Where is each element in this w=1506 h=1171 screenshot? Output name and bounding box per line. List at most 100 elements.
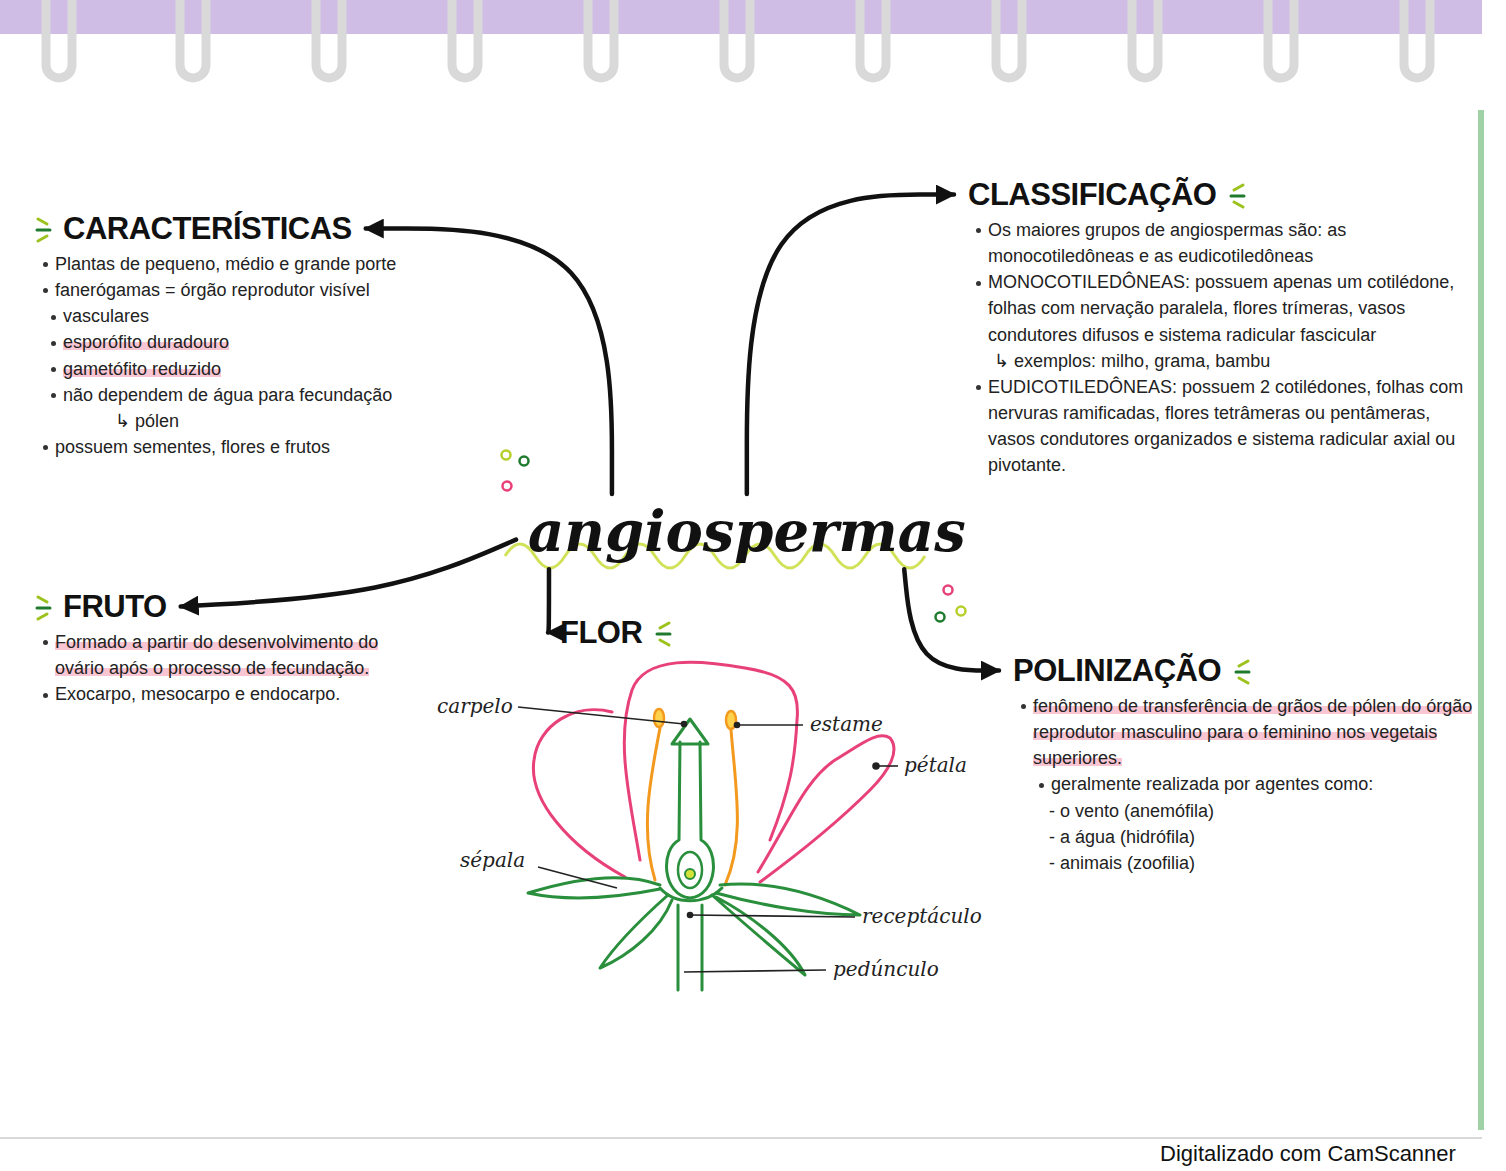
leader-line [684,970,826,972]
leader-lines [518,707,898,972]
leader-line [737,724,803,726]
section-heading: CARACTERÍSTICAS [63,210,352,247]
section-heading: FRUTO [63,588,167,625]
dot [520,457,529,466]
sparkle-stroke [657,633,670,636]
dot [502,451,511,460]
sparkle-stroke [38,597,47,602]
sepal [600,895,672,968]
connector-arrow [546,569,551,632]
sparkle-stroke [37,229,50,232]
note-text: ↳ exemplos: milho, grama, bambu [994,351,1270,371]
central-topic-text: angiospermas [522,498,972,565]
bullet-dot [43,693,48,698]
page-edge [1478,110,1484,1130]
sparkle-stroke [38,236,47,241]
note-text: esporófito duradouro [63,332,229,352]
sparkle-stroke [660,640,669,645]
ovule [685,869,695,879]
note-text: geralmente realizada por agentes como: [1051,774,1373,794]
topic-node: POLINIZAÇÃO fenômeno de transferência de … [1013,652,1473,876]
sparkle-stroke [1239,678,1248,683]
note-text: fenômeno de transferência de grãos de pó… [1033,696,1472,768]
note-text: - animais (zoofilia) [1049,853,1195,873]
carpel [667,742,714,898]
flower-illustration [528,662,894,990]
topic-node: FLOR [560,614,642,655]
bullet-dot [43,262,48,267]
part-label: pétala [904,753,967,777]
part-label: receptáculo [862,904,982,928]
leader-line [690,915,855,917]
bullet-dot [51,367,56,372]
connector-arrow [181,540,516,607]
cover-band [0,0,1482,34]
spiral-ring [996,0,1022,78]
note-text: Formado a partir do desenvolvimento do o… [55,632,378,678]
note-text: - a água (hidrófila) [1049,827,1195,847]
spiral-ring [860,0,886,78]
dot [503,482,512,491]
watermark: Digitalizado com CamScanner [1160,1141,1456,1167]
connector-arrow [747,195,954,494]
sparkle-mark [35,592,57,624]
note-text: gametófito reduzido [63,359,221,379]
spiral-ring [316,0,342,78]
leader-line [538,867,617,888]
central-topic: angiospermas [522,498,972,565]
spiral-ring [724,0,750,78]
sparkle-stroke [38,614,47,619]
note-text: vasculares [63,306,149,326]
dot [936,613,945,622]
note-text: Exocarpo, mesocarpo e endocarpo. [55,684,340,704]
sparkle-stroke [1234,185,1243,190]
topic-node: CARACTERÍSTICASPlantas de pequeno, médio… [35,210,490,460]
sparkle-stroke [1234,202,1243,207]
spiral-ring [1132,0,1158,78]
spiral-ring [180,0,206,78]
page-edge [0,1137,1482,1139]
part-label: sépala [460,848,525,872]
leader-dot [682,722,687,727]
note-text: fanerógamas = órgão reprodutor visível [55,280,370,300]
section-heading: FLOR [560,614,642,651]
sparkle-stroke [1236,671,1249,674]
leader-dot [873,763,879,769]
section-heading: CLASSIFICAÇÃO [968,176,1216,213]
bullet-dot [1039,783,1044,788]
note-text: EUDICOTILEDÔNEAS: possuem 2 cotilédones,… [988,377,1463,475]
note-text: não dependem de água para fecundação [63,385,392,405]
note-text: Os maiores grupos de angiospermas são: a… [988,220,1346,266]
bullet-dot [43,640,48,645]
sparkle-stroke [660,623,669,628]
spiral-ring [452,0,478,78]
petal [758,736,894,882]
sparkle-mark [35,214,57,246]
note-text: possuem sementes, flores e frutos [55,437,330,457]
bullet-dot [976,228,981,233]
peduncle [678,905,702,990]
sparkle-stroke [1231,195,1244,198]
petal [624,662,797,860]
stamen-filament [725,730,737,885]
part-label: pedúnculo [833,957,939,981]
topic-node: CLASSIFICAÇÃO Os maiores grupos de angios… [968,176,1473,478]
sparkle-stroke [38,219,47,224]
section-heading: POLINIZAÇÃO [1013,652,1221,689]
leader-dot [688,913,693,918]
bullet-dot [1021,704,1026,709]
bullet-dot [43,445,48,450]
bullet-dot [51,341,56,346]
stamen-filament [647,728,660,880]
spiral-rings [46,0,1430,78]
sparkle-mark [1224,180,1246,212]
spiral-ring [1404,0,1430,78]
sepal [712,895,805,975]
topic-node: FRUTO Formado a partir do desenvolvimento… [35,588,390,707]
sparkle-mark [1229,656,1251,688]
bullet-dot [51,315,56,320]
dot [957,607,966,616]
receptacle [660,888,722,901]
note-text: ↳ pólen [115,411,179,431]
